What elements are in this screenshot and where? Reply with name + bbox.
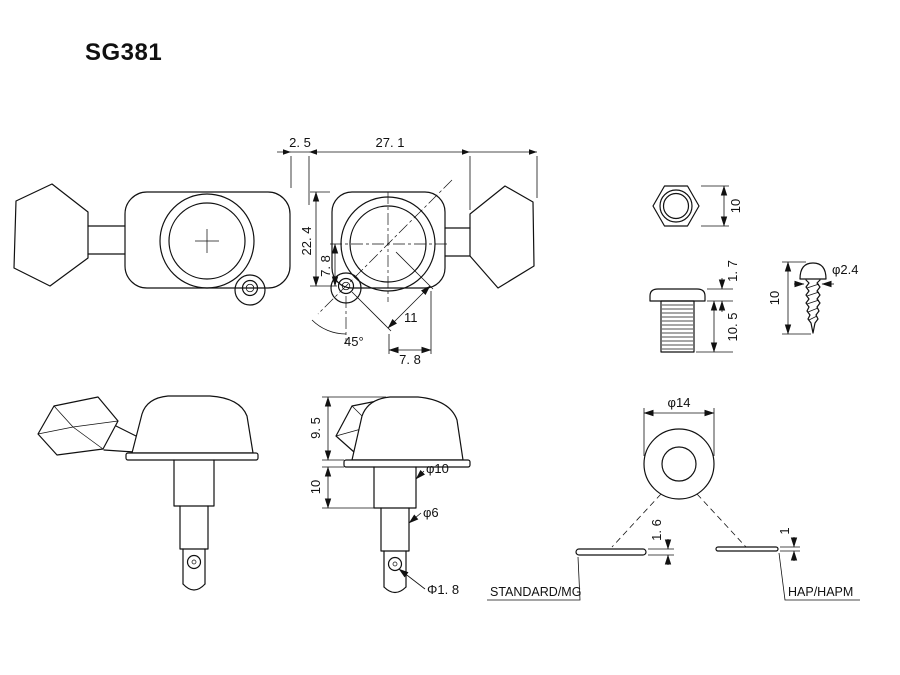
arrowhead [462,149,470,155]
dim-dia-1-8: Φ1. 8 [427,582,459,597]
washer-side-hap [715,546,779,552]
front-center-post-narrow [380,507,410,552]
right-screw-hole [337,277,355,295]
screw-view: φ2.4 10 [767,261,859,335]
washer-labels: STANDARD/MG HAP/HAPM [487,552,860,601]
front-left-housing [131,395,254,454]
dim-dia-10: φ10 [426,461,449,476]
nut-thread-circle [662,192,690,220]
washer-side-views: 1. 6 1 [575,519,800,565]
washer-dim-dia-14: φ14 [668,395,691,410]
front-view-center [335,396,471,594]
dim-27-1: 27. 1 [376,135,405,150]
bushing-view: 1. 7 10. 5 [649,260,740,353]
washer-inner-circle [661,446,697,482]
left-tuner-housing [124,191,291,289]
front-left-baseplate [125,452,259,461]
front-center-post-tip [383,586,407,594]
washer-outer-circle [643,428,715,500]
nut-outer-circle [659,189,693,223]
front-center-post-wide [373,466,417,509]
washer-dim-1-6: 1. 6 [649,519,664,541]
front-center-baseplate [343,459,471,468]
standard-mg-label: STANDARD/MG [490,585,581,599]
hap-hapm-leader [778,552,860,601]
hap-hapm-label: HAP/HAPM [788,585,853,599]
left-gear-boss-outer [159,193,255,289]
hex-nut-view: 10 [652,185,743,227]
nut-hexagon [652,185,700,227]
screw-threads [806,283,820,321]
screw-shank [805,279,821,334]
washer-top-view: φ14 [611,395,747,548]
left-screw-hole [241,279,259,297]
dim-7-8-vertical: 7. 8 [318,255,333,277]
dim-dia-6: φ6 [423,505,439,520]
arrowhead [283,149,291,155]
left-tuner-button [13,183,89,287]
page-title: SG381 [85,39,162,66]
arrowhead [309,149,317,155]
washer-side-standard [575,548,647,556]
side-view-left-tuner [13,183,291,306]
side-view-dimensions: 2. 5 27. 1 22. 4 7. 8 45° 11 7. 8 [277,135,538,367]
screw-dim-dia-2-4: φ2.4 [832,262,859,277]
left-mounting-ear [234,274,266,306]
arrowhead [529,149,537,155]
nut-dim-10: 10 [728,199,743,213]
standard-mg-leader [487,556,581,601]
bushing-dim-10-5: 10. 5 [725,313,740,342]
front-view-dimensions: 9. 5 10 φ10 φ6 Φ1. 8 [308,396,459,597]
dim-7-8-horizontal: 7. 8 [399,352,421,367]
dim-9-5: 9. 5 [308,417,323,439]
angle-arc [311,319,347,335]
angle-45-label: 45° [344,334,364,349]
screw-dim-10: 10 [767,291,782,305]
screw-head [799,262,827,280]
bushing-shank [660,300,695,353]
right-tuner-button [469,185,535,289]
dim-22-4: 22. 4 [299,227,314,256]
dim-2-5: 2. 5 [289,135,311,150]
front-view-left [37,395,259,591]
front-left-post-wide [173,459,215,507]
front-left-post-narrow [179,505,209,550]
projection-line-right [696,493,747,548]
dim-10-post: 10 [308,480,323,494]
left-gear-boss-inner [168,202,246,280]
projection-line-left [611,493,662,548]
front-left-string-hole [186,554,202,570]
bushing-threads [662,304,693,350]
diagonal-centerline [317,179,453,315]
front-center-housing [351,396,464,461]
front-center-string-hole [387,556,403,572]
dim-11: 11 [404,310,418,325]
side-view-right-tuner [317,179,535,344]
bushing-flange [649,288,706,302]
washer-dim-1: 1 [777,527,792,534]
front-left-post-tip [182,583,206,591]
bushing-dim-1-7: 1. 7 [725,260,740,282]
